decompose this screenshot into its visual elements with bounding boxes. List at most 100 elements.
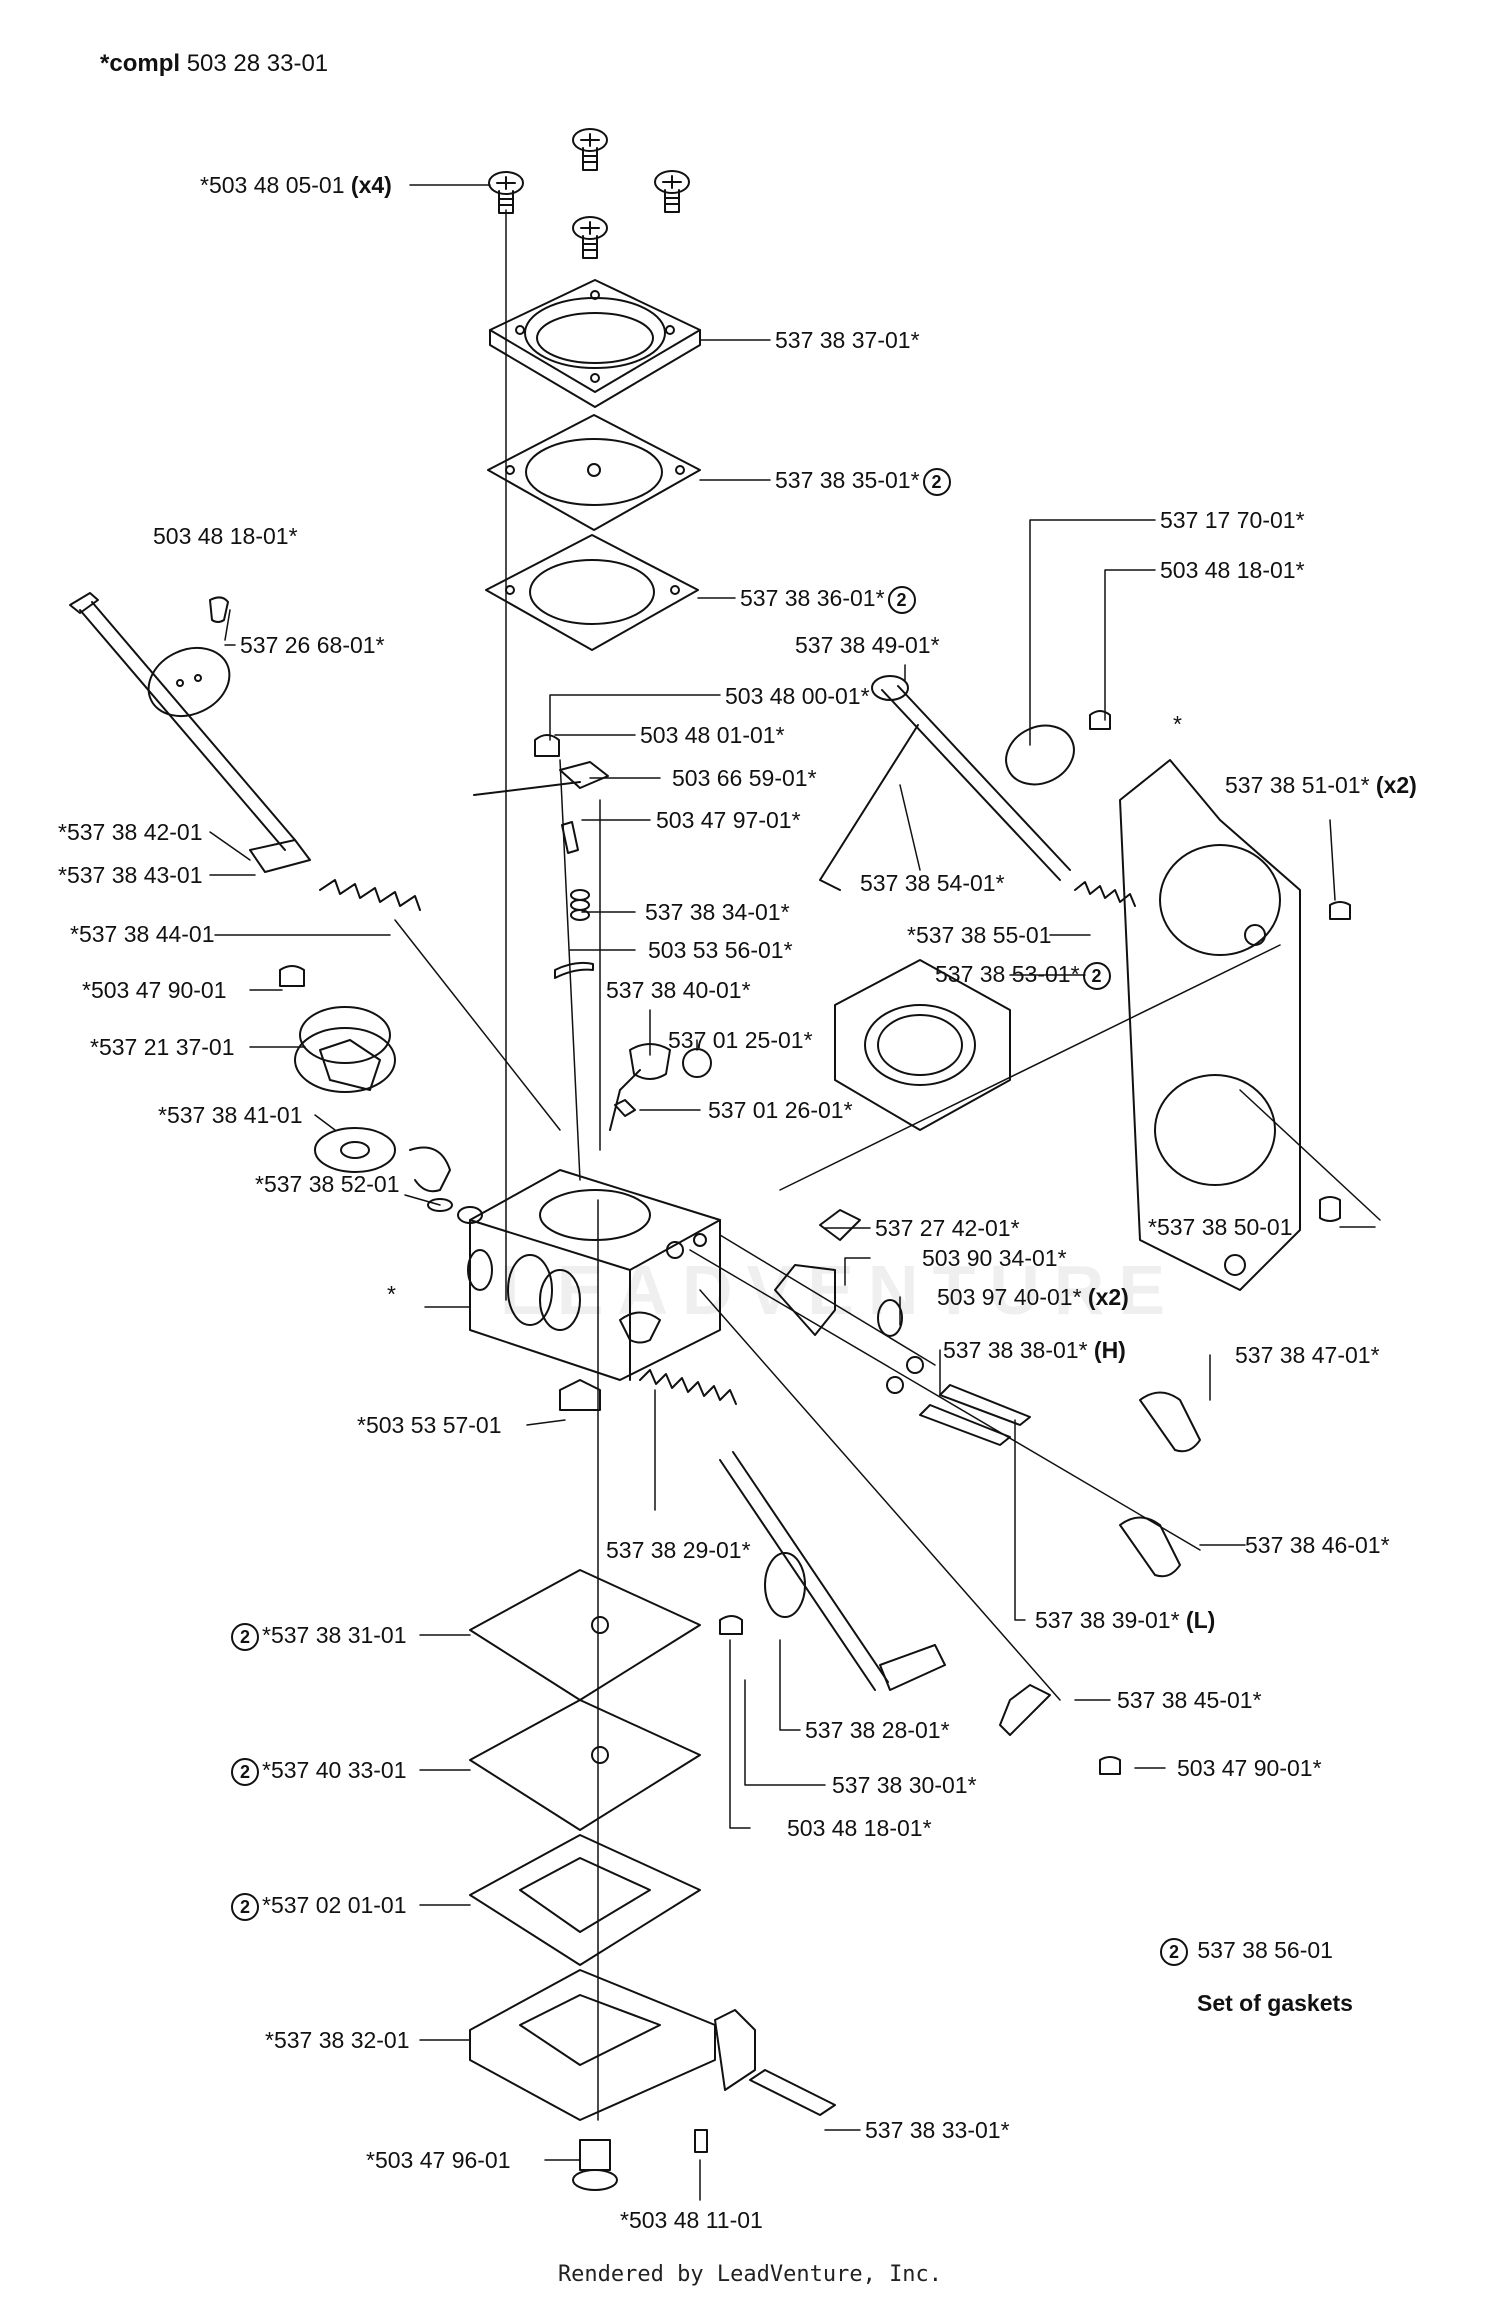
part-number: 537 38 45-01* bbox=[1117, 1687, 1262, 1713]
part-label-l47[interactable]: 537 38 30-01* bbox=[832, 1771, 977, 1799]
throttle-shaft bbox=[819, 675, 1351, 920]
part-number: *537 38 55-01 bbox=[907, 922, 1052, 948]
part-label-l41[interactable]: 537 38 39-01* (L) bbox=[1035, 1606, 1215, 1634]
part-number: 537 38 53-01* bbox=[935, 961, 1080, 987]
part-label-l14[interactable]: 537 38 51-01* (x2) bbox=[1225, 771, 1417, 799]
part-label-l36[interactable]: 537 38 38-01* (H) bbox=[943, 1336, 1126, 1364]
part-label-l04[interactable]: 537 17 70-01* bbox=[1160, 506, 1305, 534]
part-label-l37[interactable]: 537 38 47-01* bbox=[1235, 1341, 1380, 1369]
part-number: 537 01 25-01* bbox=[668, 1027, 813, 1053]
part-label-l19[interactable]: 537 38 34-01* bbox=[645, 898, 790, 926]
pump-diaphragm bbox=[487, 414, 701, 531]
part-label-l25[interactable]: 537 38 40-01* bbox=[606, 976, 751, 1004]
part-number: *537 38 52-01 bbox=[255, 1171, 400, 1197]
part-label-l09[interactable]: 537 38 49-01* bbox=[795, 631, 940, 659]
part-label-l49[interactable]: 2*537 02 01-01 bbox=[228, 1891, 407, 1921]
part-label-l17[interactable]: 537 38 54-01* bbox=[860, 869, 1005, 897]
part-label-l07[interactable]: 537 38 36-01*2 bbox=[740, 584, 919, 614]
part-label-l02[interactable]: 537 38 37-01* bbox=[775, 326, 920, 354]
part-number: 537 38 40-01* bbox=[606, 977, 751, 1003]
gasket-set-badge: 2 bbox=[887, 585, 916, 614]
part-label-l06[interactable]: 503 48 18-01* bbox=[1160, 556, 1305, 584]
part-label-l11[interactable]: 503 48 01-01* bbox=[640, 721, 785, 749]
metering-gaskets bbox=[469, 1569, 756, 2121]
carburetor-body bbox=[467, 1169, 721, 1411]
part-number: *537 38 41-01 bbox=[158, 1102, 303, 1128]
part-label-l29[interactable]: 537 01 26-01* bbox=[708, 1096, 853, 1124]
part-label-l45[interactable]: 2*537 40 33-01 bbox=[228, 1756, 407, 1786]
part-number: 537 01 26-01* bbox=[708, 1097, 853, 1123]
part-number: 537 38 33-01* bbox=[865, 2117, 1010, 2143]
part-label-l44[interactable]: 537 38 28-01* bbox=[805, 1716, 950, 1744]
part-label-l42[interactable]: 2*537 38 31-01 bbox=[228, 1621, 407, 1651]
part-label-l48[interactable]: 503 48 18-01* bbox=[787, 1814, 932, 1842]
part-label-l28[interactable]: *537 38 41-01 bbox=[158, 1101, 303, 1129]
part-label-l16[interactable]: *537 38 42-01 bbox=[58, 818, 203, 846]
part-label-l31[interactable]: *537 38 50-01 bbox=[1148, 1213, 1293, 1241]
part-label-l34[interactable]: * bbox=[387, 1280, 396, 1308]
part-number: 537 38 36-01* bbox=[740, 585, 885, 611]
part-number: 537 27 42-01* bbox=[875, 1215, 1020, 1241]
part-label-l40[interactable]: 537 38 46-01* bbox=[1245, 1531, 1390, 1559]
part-label-l50[interactable]: *537 38 32-01 bbox=[265, 2026, 410, 2054]
part-number: *537 38 31-01 bbox=[262, 1622, 407, 1648]
part-label-l05[interactable]: 503 48 18-01* bbox=[153, 522, 298, 550]
part-label-l24[interactable]: *503 47 90-01 bbox=[82, 976, 227, 1004]
gasket-set-badge: 2 bbox=[231, 1892, 259, 1921]
part-label-l35[interactable]: 503 97 40-01* (x2) bbox=[937, 1283, 1129, 1311]
part-label-l52[interactable]: 537 38 33-01* bbox=[865, 2116, 1010, 2144]
part-label-l22[interactable]: 503 53 56-01* bbox=[648, 936, 793, 964]
part-label-l20[interactable]: *537 38 44-01 bbox=[70, 920, 215, 948]
gasket-set-badge: 2 bbox=[1160, 1937, 1188, 1966]
part-number: 537 38 49-01* bbox=[795, 632, 940, 658]
part-label-l39[interactable]: 537 38 29-01* bbox=[606, 1536, 751, 1564]
part-number: 503 48 18-01* bbox=[153, 523, 298, 549]
part-number: 537 38 35-01* bbox=[775, 467, 920, 493]
part-qty: (L) bbox=[1185, 1607, 1216, 1633]
part-label-l51[interactable]: *503 47 96-01 bbox=[366, 2146, 511, 2174]
part-label-l13[interactable]: 503 66 59-01* bbox=[672, 764, 817, 792]
part-label-l18[interactable]: *537 38 43-01 bbox=[58, 861, 203, 889]
part-number: *537 38 42-01 bbox=[58, 819, 203, 845]
part-number: *503 48 11-01 bbox=[620, 2207, 763, 2233]
part-label-l38[interactable]: *503 53 57-01 bbox=[357, 1411, 502, 1439]
part-number: 537 38 47-01* bbox=[1235, 1342, 1380, 1368]
part-label-l15[interactable]: 503 47 97-01* bbox=[656, 806, 801, 834]
part-number: *537 02 01-01 bbox=[262, 1892, 407, 1918]
part-number: 537 38 29-01* bbox=[606, 1537, 751, 1563]
part-label-l27[interactable]: 537 01 25-01* bbox=[668, 1026, 813, 1054]
part-qty: (H) bbox=[1093, 1337, 1126, 1363]
part-number: *537 38 32-01 bbox=[265, 2027, 410, 2053]
part-number: *503 48 05-01 bbox=[200, 172, 345, 198]
part-number: 537 38 51-01* bbox=[1225, 772, 1370, 798]
legend-description: Set of gaskets bbox=[1197, 1990, 1353, 2016]
part-label-l43[interactable]: 537 38 45-01* bbox=[1117, 1686, 1262, 1714]
part-number: *503 47 90-01 bbox=[82, 977, 227, 1003]
part-label-l03[interactable]: 537 38 35-01*2 bbox=[775, 466, 954, 496]
part-label-l21[interactable]: *537 38 55-01 bbox=[907, 921, 1052, 949]
alignment-lines bbox=[394, 209, 1381, 2121]
lower-shaft bbox=[719, 1451, 1121, 1775]
part-label-l32[interactable]: 537 27 42-01* bbox=[875, 1214, 1020, 1242]
part-number: 537 38 37-01* bbox=[775, 327, 920, 353]
part-label-l01[interactable]: *503 48 05-01 (x4) bbox=[200, 171, 392, 199]
part-number: 537 26 68-01* bbox=[240, 632, 385, 658]
idle-parts bbox=[279, 965, 483, 1224]
part-label-l53[interactable]: *503 48 11-01 bbox=[620, 2206, 763, 2234]
part-label-l23[interactable]: 537 38 53-01*2 bbox=[935, 960, 1114, 990]
legend-gasket-set: 2 537 38 56-01 bbox=[1157, 1936, 1333, 1966]
part-number: 503 48 18-01* bbox=[1160, 557, 1305, 583]
part-number: *537 38 43-01 bbox=[58, 862, 203, 888]
assembly-title-number: 503 28 33-01 bbox=[186, 50, 329, 77]
part-number: 503 97 40-01* bbox=[937, 1284, 1082, 1310]
part-label-l10[interactable]: 503 48 00-01* bbox=[725, 682, 870, 710]
part-label-l30[interactable]: *537 38 52-01 bbox=[255, 1170, 400, 1198]
part-label-l33[interactable]: 503 90 34-01* bbox=[922, 1244, 1067, 1272]
choke-shaft bbox=[69, 592, 311, 873]
part-label-l26[interactable]: *537 21 37-01 bbox=[90, 1033, 235, 1061]
part-qty: (x4) bbox=[350, 172, 392, 198]
part-label-l12[interactable]: * bbox=[1173, 710, 1182, 738]
part-label-l46[interactable]: 503 47 90-01* bbox=[1177, 1754, 1322, 1782]
part-label-l08[interactable]: 537 26 68-01* bbox=[240, 631, 385, 659]
